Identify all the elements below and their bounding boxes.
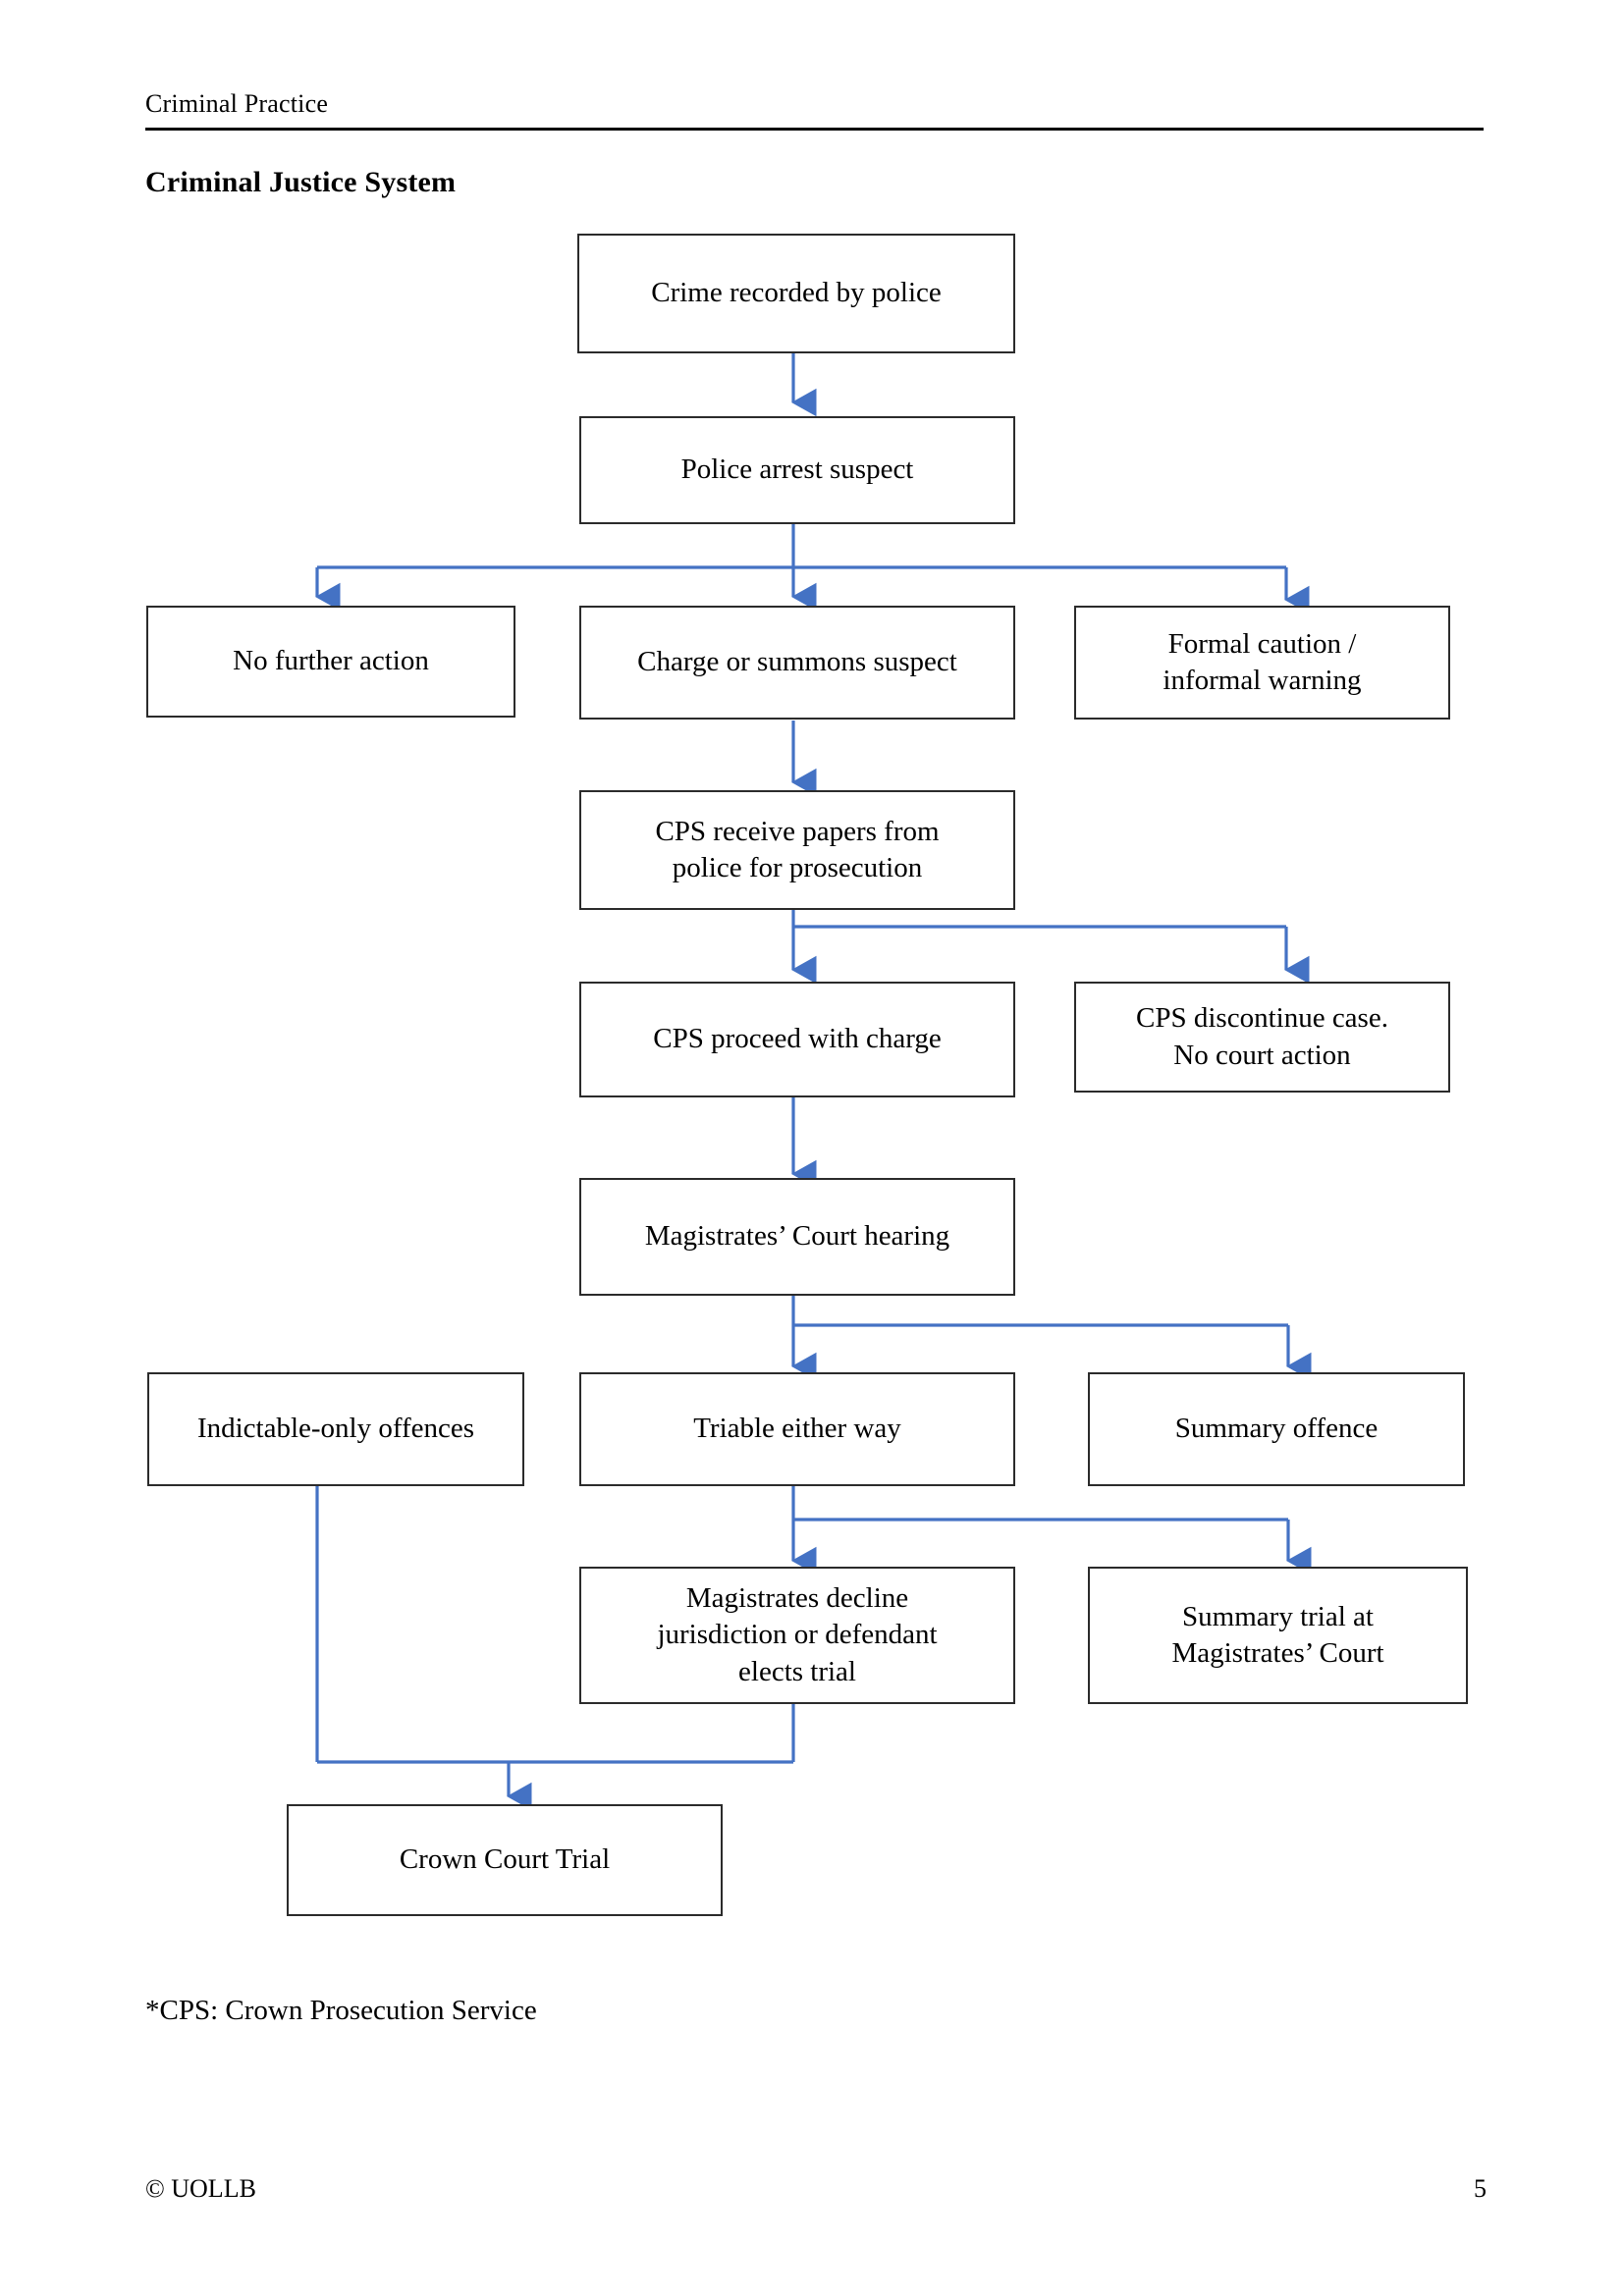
node-summary-offence[interactable]: Summary offence	[1088, 1372, 1465, 1486]
node-magistrates-decline[interactable]: Magistrates decline jurisdiction or defe…	[579, 1567, 1015, 1704]
node-label-line-2: jurisdiction or defendant	[657, 1619, 938, 1651]
node-label-line-1: Summary trial at	[1182, 1600, 1374, 1632]
node-magistrates-hearing[interactable]: Magistrates’ Court hearing	[579, 1178, 1015, 1296]
node-label: CPS proceed with charge	[653, 1023, 942, 1055]
node-summary-trial[interactable]: Summary trial at Magistrates’ Court	[1088, 1567, 1468, 1704]
running-head: Criminal Practice	[145, 89, 329, 118]
footnote-cps-abbreviation: *CPS: Crown Prosecution Service	[145, 1995, 537, 2026]
node-charge-or-summons[interactable]: Charge or summons suspect	[579, 606, 1015, 720]
node-police-arrest[interactable]: Police arrest suspect	[579, 416, 1015, 524]
node-label: Charge or summons suspect	[637, 646, 957, 678]
node-crown-court-trial[interactable]: Crown Court Trial	[287, 1804, 723, 1916]
node-cps-receive-papers[interactable]: CPS receive papers from police for prose…	[579, 790, 1015, 910]
node-cps-proceed[interactable]: CPS proceed with charge	[579, 982, 1015, 1097]
node-triable-either-way[interactable]: Triable either way	[579, 1372, 1015, 1486]
node-cps-discontinue[interactable]: CPS discontinue case. No court action	[1074, 982, 1450, 1093]
node-label: Triable either way	[693, 1413, 901, 1445]
node-label: Summary offence	[1174, 1413, 1379, 1445]
node-label-line-1: Magistrates decline	[685, 1582, 909, 1615]
node-label: Police arrest suspect	[680, 454, 914, 486]
node-label: Crown Court Trial	[399, 1843, 611, 1876]
header-rule	[145, 128, 1484, 131]
footer-copyright: © UOLLB	[145, 2174, 256, 2203]
node-label-line-2: informal warning	[1163, 665, 1362, 696]
node-label-line-1: CPS receive papers from	[655, 815, 940, 847]
node-label: Indictable-only offences	[196, 1413, 475, 1445]
node-label-line-2: No court action	[1173, 1039, 1351, 1071]
node-formal-caution[interactable]: Formal caution / informal warning	[1074, 606, 1450, 720]
node-label-line-1: CPS discontinue case.	[1136, 1002, 1388, 1035]
node-no-further-action[interactable]: No further action	[146, 606, 515, 718]
node-label-line-3: elects trial	[738, 1655, 856, 1687]
node-label: No further action	[233, 645, 429, 677]
page-title: Criminal Justice System	[145, 166, 457, 198]
node-label: Crime recorded by police	[651, 277, 942, 309]
footer-page-number: 5	[1474, 2174, 1487, 2203]
node-crime-recorded[interactable]: Crime recorded by police	[577, 234, 1015, 353]
node-label-line-2: Magistrates’ Court	[1171, 1637, 1384, 1669]
node-label: Magistrates’ Court hearing	[644, 1220, 950, 1253]
node-indictable-only[interactable]: Indictable-only offences	[147, 1372, 524, 1486]
node-label-line-2: police for prosecution	[672, 852, 923, 883]
node-label-line-1: Formal caution /	[1167, 627, 1357, 660]
